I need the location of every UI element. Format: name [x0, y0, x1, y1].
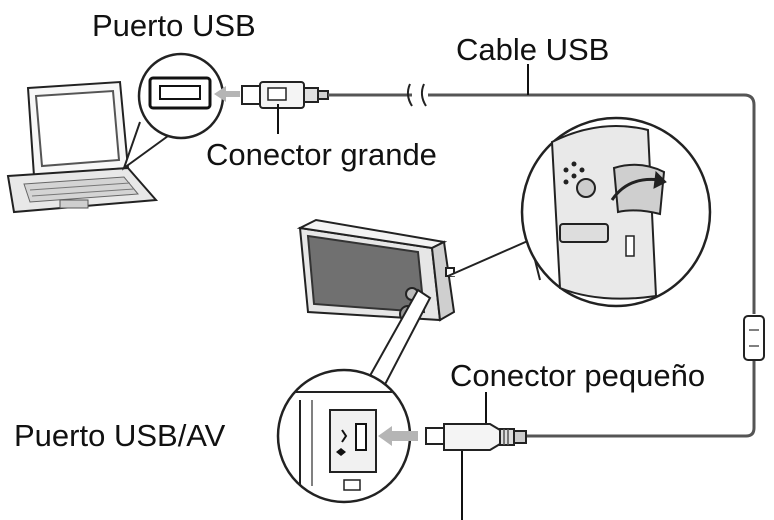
camera-illustration: [296, 218, 456, 323]
small-connector-label: Conector pequeño: [450, 358, 706, 393]
usb-port-zoom: [122, 52, 225, 171]
usb-av-port-label: Puerto USB/AV: [14, 418, 226, 453]
large-connector-plug: [214, 81, 329, 109]
usb-cable-line: [328, 93, 756, 438]
small-connector-plug: [425, 423, 527, 451]
usb-port-label: Puerto USB: [92, 8, 256, 43]
usb-av-port-zoom: [276, 288, 432, 504]
camera-side-zoom: [447, 116, 712, 308]
laptop-illustration: [6, 80, 159, 214]
ferrite-core: [743, 315, 765, 361]
usb-cable-label: Cable USB: [456, 32, 610, 67]
large-connector-label: Conector grande: [206, 137, 437, 172]
cable-break-mark: [406, 83, 427, 107]
